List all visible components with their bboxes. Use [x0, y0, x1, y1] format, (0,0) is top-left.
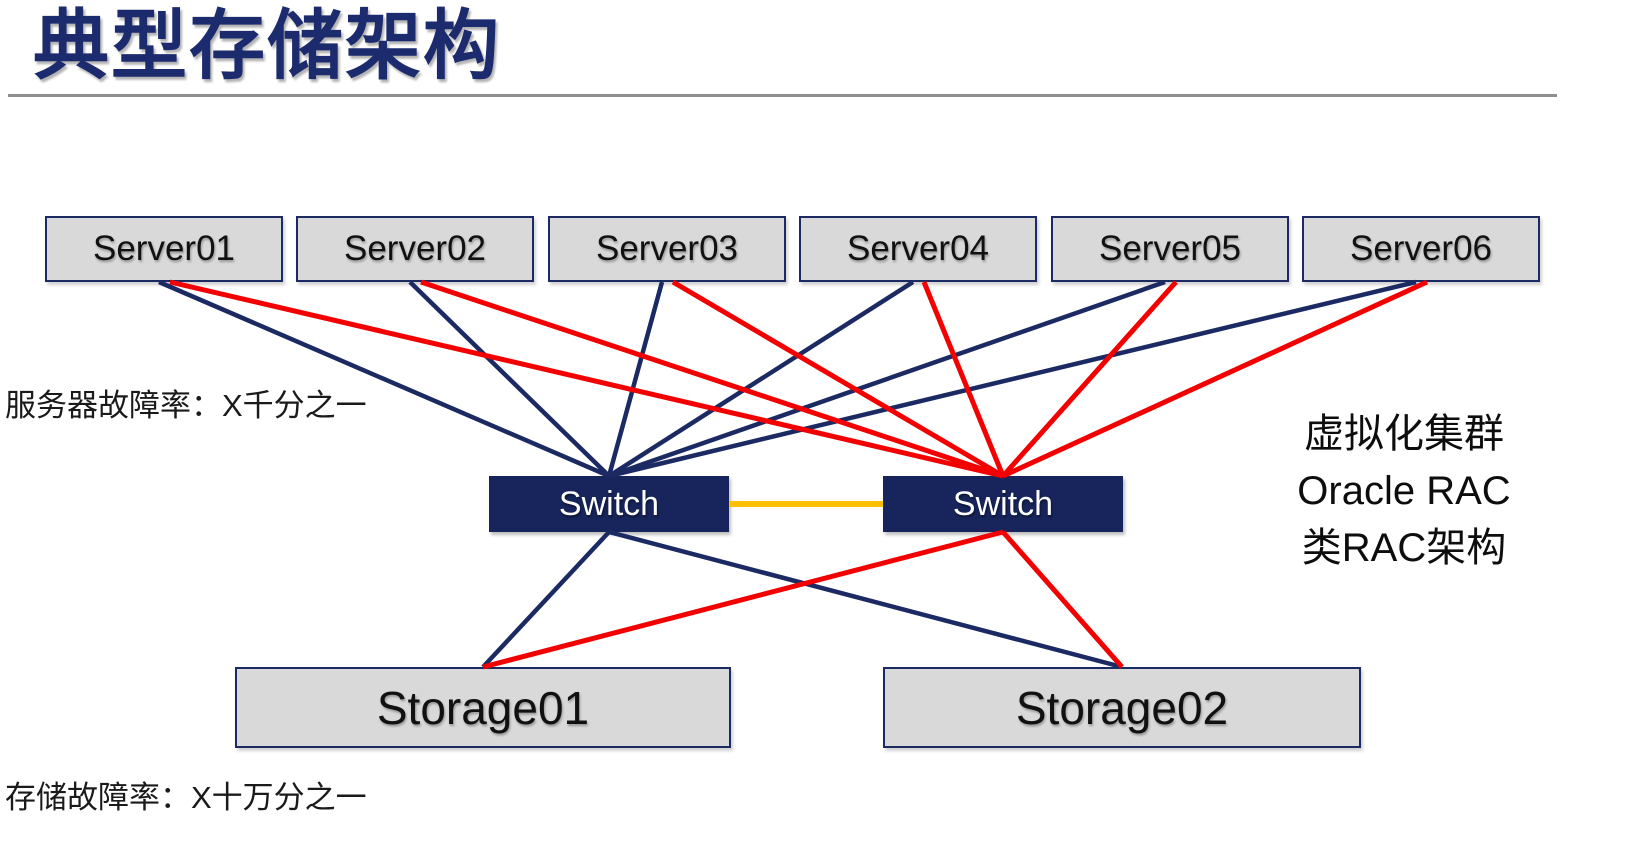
connection-line-red [671, 279, 1005, 479]
switch-right-label: Switch [952, 484, 1054, 523]
storage02-label: Storage02 [1015, 681, 1229, 734]
server05-label: Server05 [1098, 229, 1242, 268]
connection-line-red [482, 529, 1004, 670]
switch-left-box: Switch [489, 476, 729, 532]
connection-line-red [1001, 280, 1178, 478]
switch-right-box: Switch [883, 476, 1123, 532]
server06-box: Server06 [1302, 216, 1540, 282]
server-failure-rate-label: 服务器故障率：X千分之一 [5, 388, 367, 423]
connection-line-navy [408, 280, 611, 478]
connection-line-navy [158, 279, 610, 479]
storage02-box: Storage02 [883, 667, 1361, 748]
storage-failure-rate-label: 存储故障率：X十万分之一 [5, 780, 367, 815]
connection-line-red [420, 279, 1004, 479]
connection-line-navy [607, 280, 915, 478]
storage01-label: Storage01 [376, 681, 590, 734]
architecture-note: 虚拟化集群 Oracle RAC 类RAC架构 [1284, 406, 1524, 577]
connection-line-red [921, 281, 1006, 477]
title-divider [8, 94, 1557, 97]
server01-label: Server01 [92, 229, 236, 268]
server06-label: Server06 [1349, 229, 1493, 268]
server03-box: Server03 [548, 216, 786, 282]
architecture-note-line3: 类RAC架构 [1301, 526, 1507, 570]
server02-box: Server02 [296, 216, 534, 282]
server05-box: Server05 [1051, 216, 1289, 282]
connection-line-navy [608, 529, 1123, 670]
storage01-box: Storage01 [235, 667, 731, 748]
connection-line-red [1001, 530, 1124, 669]
connection-line-red [169, 279, 1004, 479]
architecture-note-line2: Oracle RAC [1297, 469, 1511, 513]
connection-line-navy [606, 281, 665, 477]
connection-line-navy [481, 530, 611, 669]
connection-line-navy [608, 279, 1166, 479]
server03-label: Server03 [595, 229, 739, 268]
server01-box: Server01 [45, 216, 283, 282]
server02-label: Server02 [343, 229, 487, 268]
switch-left-label: Switch [558, 484, 660, 523]
architecture-note-line1: 虚拟化集群 [1304, 412, 1504, 456]
server04-label: Server04 [846, 229, 990, 268]
page-title: 典型存储架构 [33, 4, 501, 89]
server04-box: Server04 [799, 216, 1037, 282]
